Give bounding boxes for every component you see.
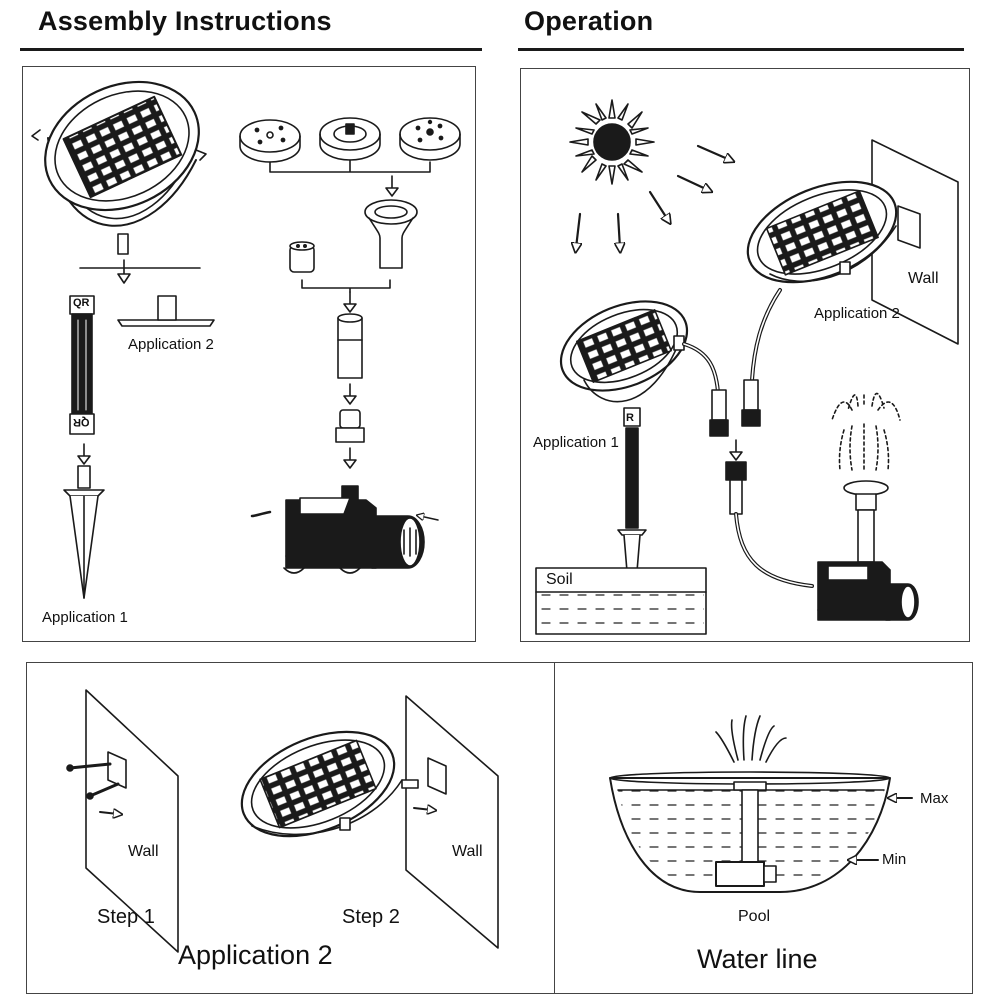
connector-top-mark: QR	[73, 297, 90, 309]
step-1-wall	[66, 689, 179, 953]
nozzle-adapters	[289, 199, 418, 313]
soil-label: Soil	[546, 571, 573, 588]
assembly-application-2-label: Application 2	[128, 336, 214, 353]
assembly-instructions-title: Assembly Instructions	[38, 6, 332, 36]
max-label: Max	[920, 790, 949, 807]
step-2-label: Step 2	[342, 906, 400, 928]
operation-title-underline	[518, 48, 964, 51]
cable-connectors	[709, 379, 814, 588]
water-line-caption: Water line	[697, 944, 818, 974]
operation-wall-panel	[746, 180, 898, 382]
operation-wall-label: Wall	[908, 270, 939, 287]
step-1-wall-label: Wall	[128, 843, 159, 860]
step-2-panel-and-wall	[240, 695, 499, 949]
operation-application-1-label: Application 1	[533, 434, 619, 451]
ground-stake	[63, 465, 105, 599]
operation-application-2-label: Application 2	[814, 305, 900, 322]
assembly-application-1-label: Application 1	[42, 609, 128, 626]
step-1-label: Step 1	[97, 906, 155, 928]
stake-mark: R	[626, 412, 634, 424]
step-2-wall-label: Wall	[452, 843, 483, 860]
nozzle-heads	[239, 117, 461, 197]
operation-stake-panel	[559, 300, 720, 633]
pool-bowl	[609, 715, 913, 893]
assembly-arrows-left	[77, 259, 201, 465]
pool-label: Pool	[738, 908, 771, 925]
application-2-caption: Application 2	[178, 940, 333, 970]
extension-tube	[335, 313, 365, 469]
sunlight-arrows	[576, 144, 730, 248]
min-label: Min	[882, 851, 907, 868]
soil-block	[535, 567, 707, 635]
connector-rod	[69, 295, 95, 435]
operation-title: Operation	[524, 6, 654, 36]
sun-icon	[569, 99, 655, 185]
wall-mount-plate	[117, 295, 215, 327]
assembly-pump	[250, 485, 439, 574]
assembly-title-underline	[20, 48, 482, 51]
connector-bottom-mark: QR	[73, 416, 90, 428]
assembly-solar-panel	[31, 80, 207, 255]
operation-pump-fountain	[817, 392, 919, 621]
